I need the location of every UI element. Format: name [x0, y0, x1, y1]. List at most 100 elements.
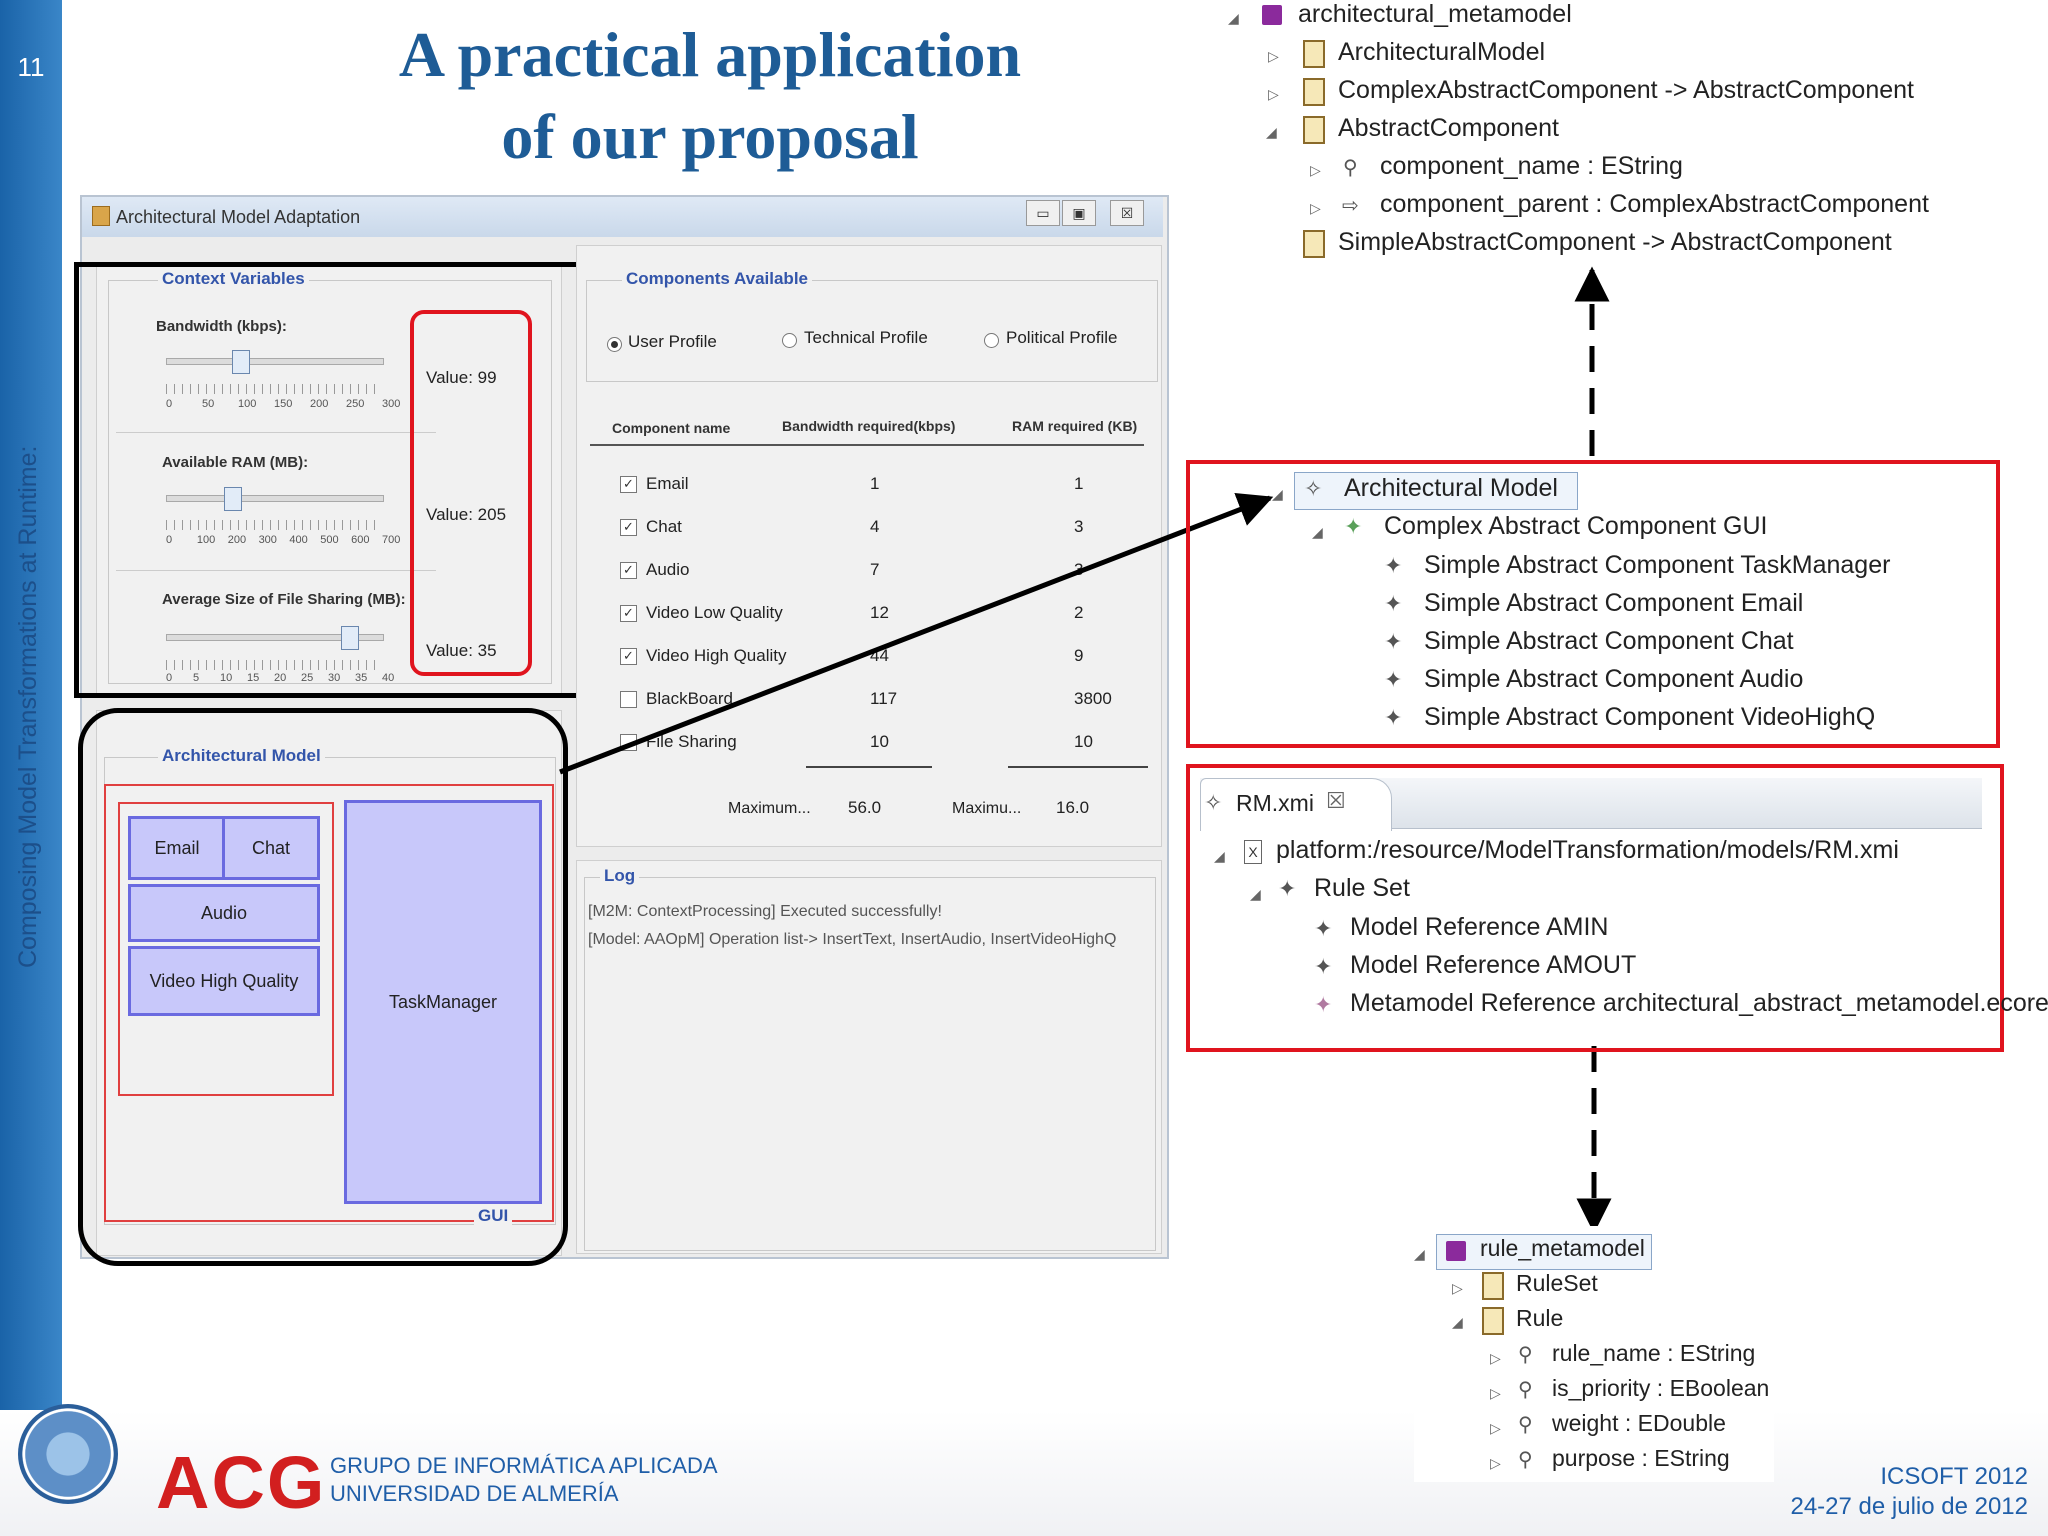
expand-icon[interactable]: ◢ — [1312, 524, 1323, 540]
close-tab-icon[interactable]: ☒ — [1326, 788, 1346, 813]
collapse-icon[interactable]: ▷ — [1310, 200, 1321, 216]
collapse-icon[interactable]: ▷ — [1452, 1280, 1463, 1296]
model-reference-icon: ✦ — [1314, 954, 1333, 979]
class-icon — [1303, 230, 1325, 258]
complex-component-node[interactable]: Complex Abstract Component GUI — [1384, 512, 1768, 540]
user-profile-label: User Profile — [628, 332, 717, 351]
editor-tab[interactable] — [1200, 778, 1392, 831]
expand-icon[interactable]: ◢ — [1228, 10, 1239, 26]
rule-metamodel-item[interactable]: RuleSet — [1516, 1270, 1598, 1296]
expand-icon[interactable]: ◢ — [1414, 1246, 1425, 1262]
simple-component-node[interactable]: Simple Abstract Component Audio — [1424, 665, 1804, 693]
metamodel-root[interactable]: architectural_metamodel — [1298, 0, 1572, 28]
tick-label: 0 — [166, 534, 173, 546]
tick-label: 600 — [351, 534, 370, 546]
component-name-cell: Chat — [646, 517, 682, 536]
political-profile-radio[interactable] — [984, 333, 999, 348]
bandwidth-slider-thumb[interactable] — [232, 350, 250, 374]
model-reference-node[interactable]: Model Reference AMOUT — [1350, 951, 1637, 979]
components-available-legend: Components Available — [622, 269, 812, 289]
rule-attribute[interactable]: purpose : EString — [1552, 1445, 1730, 1471]
log-panel — [576, 860, 1162, 1254]
minimize-button[interactable]: ▭ — [1026, 200, 1060, 226]
collapse-icon[interactable]: ▷ — [1310, 162, 1321, 178]
log-text[interactable]: [M2M: ContextProcessing] Executed succes… — [588, 898, 1116, 954]
metamodel-item[interactable]: SimpleAbstractComponent -> AbstractCompo… — [1338, 228, 1892, 256]
tick-label: 15 — [247, 672, 260, 684]
expand-icon[interactable]: ◢ — [1214, 848, 1225, 864]
model-reference-node[interactable]: Model Reference AMIN — [1350, 913, 1609, 941]
rm-editor-highlight — [1186, 764, 2004, 1052]
chat-component[interactable]: Chat — [222, 816, 320, 880]
ram-slider-track[interactable] — [166, 495, 384, 502]
metamodel-item[interactable]: ComplexAbstractComponent -> AbstractComp… — [1338, 76, 1914, 104]
col-header-name: Component name — [612, 420, 731, 436]
audio-component[interactable]: Audio — [128, 884, 320, 942]
collapse-icon[interactable]: ▷ — [1268, 86, 1279, 102]
total-rule-bandwidth — [806, 766, 932, 768]
simple-component-node[interactable]: Simple Abstract Component VideoHighQ — [1424, 703, 1876, 731]
expand-icon[interactable]: ◢ — [1250, 886, 1261, 902]
expand-icon[interactable]: ◢ — [1266, 124, 1277, 140]
collapse-icon[interactable]: ▷ — [1490, 1420, 1501, 1436]
component-name-cell: File Sharing — [646, 732, 737, 751]
class-icon — [1303, 40, 1325, 68]
expand-icon[interactable]: ◢ — [1452, 1314, 1463, 1330]
ram-label: Available RAM (MB): — [162, 454, 309, 471]
collapse-icon[interactable]: ▷ — [1268, 48, 1279, 64]
component-checkbox[interactable]: ✓ — [620, 648, 637, 665]
window-titlebar[interactable] — [82, 197, 1163, 237]
collapse-icon[interactable]: ▷ — [1490, 1385, 1501, 1401]
taskmanager-component[interactable]: TaskManager — [344, 800, 542, 1204]
tick-label: 200 — [310, 398, 329, 410]
model-root[interactable]: Architectural Model — [1344, 474, 1558, 502]
rule-set-node[interactable]: Rule Set — [1314, 874, 1410, 902]
file-sharing-slider-track[interactable] — [166, 634, 384, 641]
metamodel-item[interactable]: ArchitecturalModel — [1338, 38, 1546, 66]
component-checkbox[interactable] — [620, 691, 637, 708]
component-checkbox[interactable]: ✓ — [620, 562, 637, 579]
architectural-model-legend: Architectural Model — [158, 746, 325, 766]
collapse-icon[interactable]: ▷ — [1490, 1455, 1501, 1471]
class-icon — [1482, 1307, 1504, 1335]
metamodel-item[interactable]: AbstractComponent — [1338, 114, 1559, 142]
simple-component-node[interactable]: Simple Abstract Component Email — [1424, 589, 1804, 617]
metamodel-attribute[interactable]: component_name : EString — [1380, 152, 1683, 180]
package-icon — [1446, 1241, 1466, 1261]
ram-cell: 1 — [1074, 474, 1084, 493]
file-sharing-slider-thumb[interactable] — [341, 626, 359, 650]
bandwidth-slider-track[interactable] — [166, 358, 384, 365]
simple-component-node[interactable]: Simple Abstract Component TaskManager — [1424, 551, 1891, 579]
close-button[interactable]: ☒ — [1110, 200, 1144, 226]
simple-component-node[interactable]: Simple Abstract Component Chat — [1424, 627, 1794, 655]
collapse-icon[interactable]: ▷ — [1490, 1350, 1501, 1366]
tick-label: 0 — [166, 398, 173, 410]
technical-profile-radio[interactable] — [782, 333, 797, 348]
file-sharing-value: Value: 35 — [426, 641, 497, 660]
xmi-file-icon: ✧ — [1204, 790, 1223, 815]
video-high-quality-component[interactable]: Video High Quality — [128, 946, 320, 1016]
user-profile-radio[interactable] — [607, 337, 622, 352]
email-component[interactable]: Email — [128, 816, 226, 880]
resource-node[interactable]: platform:/resource/ModelTransformation/m… — [1276, 836, 1899, 864]
window-title: Architectural Model Adaptation — [116, 207, 361, 227]
title-line-2: of our proposal — [501, 101, 919, 172]
rule-attribute[interactable]: weight : EDouble — [1552, 1410, 1726, 1436]
metamodel-reference-node[interactable]: Metamodel Reference architectural_abstra… — [1350, 989, 2048, 1017]
metamodel-reference[interactable]: component_parent : ComplexAbstractCompon… — [1380, 190, 1929, 218]
metamodel-reference-icon: ✦ — [1314, 992, 1333, 1017]
component-checkbox[interactable]: ✓ — [620, 519, 637, 536]
maximize-button[interactable]: ▣ — [1062, 200, 1096, 226]
model-arrow — [559, 493, 1274, 775]
rule-metamodel-item[interactable]: Rule — [1516, 1305, 1564, 1331]
component-checkbox[interactable]: ✓ — [620, 476, 637, 493]
tick-label: 20 — [274, 672, 287, 684]
rule-metamodel-root[interactable]: rule_metamodel — [1480, 1235, 1645, 1261]
ram-slider-thumb[interactable] — [224, 487, 242, 511]
attribute-icon: ⚲ — [1343, 157, 1358, 179]
component-checkbox[interactable]: ✓ — [620, 605, 637, 622]
expand-icon[interactable]: ◢ — [1272, 486, 1283, 502]
rule-attribute[interactable]: rule_name : EString — [1552, 1340, 1756, 1366]
rule-attribute[interactable]: is_priority : EBoolean — [1552, 1375, 1770, 1401]
